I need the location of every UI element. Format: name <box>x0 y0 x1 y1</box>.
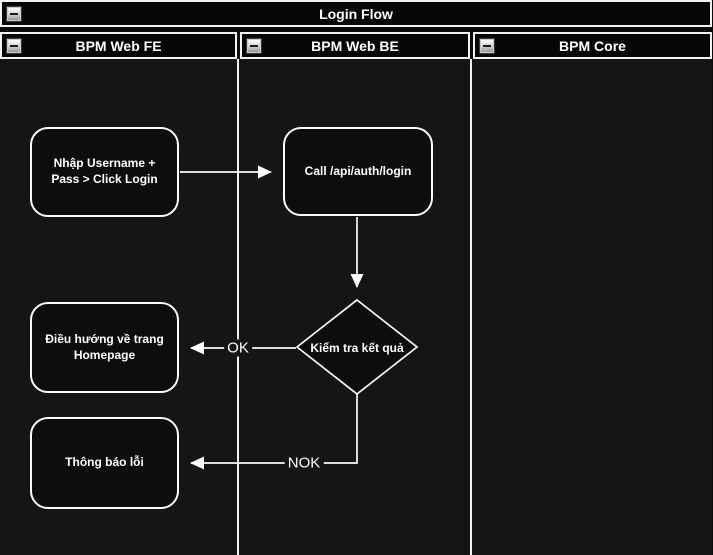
node-label-line: Homepage <box>73 347 136 362</box>
lane-body-bpm-core <box>472 59 712 555</box>
collapse-pool-icon[interactable] <box>6 5 22 22</box>
pool-titlebar[interactable]: Login Flow <box>0 0 712 27</box>
collapse-lane-core-icon[interactable] <box>479 37 495 54</box>
lane-divider <box>237 59 239 555</box>
node-call-auth-api[interactable]: Call /api/auth/login <box>283 127 433 216</box>
edge-label-ok[interactable]: OK <box>224 339 252 357</box>
minus-glyph <box>250 44 258 47</box>
decision-label: Kiểm tra kết quả <box>310 341 404 355</box>
lane-title: BPM Web FE <box>75 37 162 54</box>
node-label-line: Thông báo lỗi <box>65 455 144 470</box>
node-label-line: Call /api/auth/login <box>304 163 412 178</box>
lane-title: BPM Web BE <box>311 37 399 54</box>
minus-glyph <box>483 44 491 47</box>
pool-title: Login Flow <box>319 5 393 22</box>
lane-header-bpm-core[interactable]: BPM Core <box>473 32 712 59</box>
node-error-message[interactable]: Thông báo lỗi <box>30 417 179 509</box>
minus-glyph <box>10 12 18 15</box>
edge-decision-nok[interactable] <box>190 394 358 470</box>
decision-diamond[interactable] <box>295 298 419 396</box>
node-label-line: Điều hướng về trang <box>45 331 164 346</box>
lane-header-bpm-web-fe[interactable]: BPM Web FE <box>0 32 237 59</box>
node-redirect-homepage[interactable]: Điều hướng về trang Homepage <box>30 302 179 393</box>
collapse-lane-be-icon[interactable] <box>246 37 262 54</box>
minus-glyph <box>10 44 18 47</box>
lane-title: BPM Core <box>559 37 626 54</box>
lane-divider <box>470 59 472 555</box>
collapse-lane-fe-icon[interactable] <box>6 37 22 54</box>
node-enter-credentials[interactable]: Nhập Username + Pass > Click Login <box>30 127 179 217</box>
node-label-line: Nhập Username + <box>53 156 156 171</box>
edge-label-nok[interactable]: NOK <box>284 454 324 472</box>
lane-header-bpm-web-be[interactable]: BPM Web BE <box>240 32 470 59</box>
node-label-line: Pass > Click Login <box>51 172 158 186</box>
